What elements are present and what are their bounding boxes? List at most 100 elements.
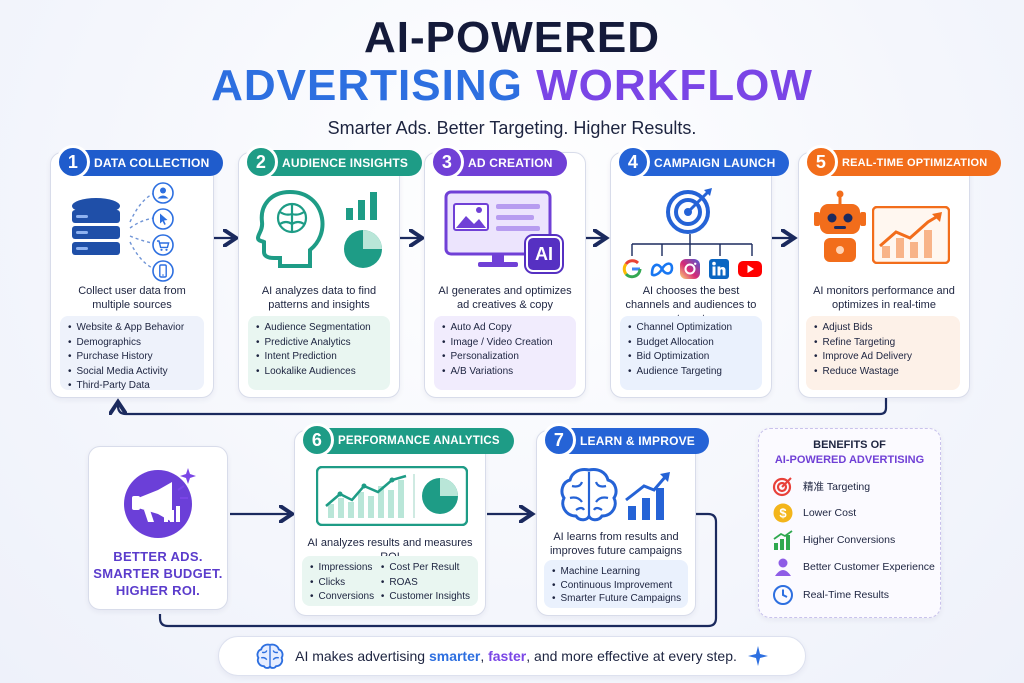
benefits-panel [758, 428, 941, 618]
step-badge-7: 7 LEARN & IMPROVE [542, 423, 710, 457]
benefit-label: Real-Time Results [803, 589, 889, 601]
list-item: A/B Variations [442, 365, 568, 380]
step-list: Impressions Clicks Conversions Cost Per … [302, 556, 478, 606]
list-item: Bid Optimization [628, 350, 754, 365]
step-list: Channel Optimization Budget Allocation B… [620, 316, 762, 390]
list-item: Third-Party Data [68, 379, 196, 394]
step-title: REAL-TIME OPTIMIZATION [842, 157, 988, 169]
list-column-left: Impressions Clicks Conversions [310, 561, 381, 602]
clock-icon [773, 585, 793, 605]
list-item: Purchase History [68, 350, 196, 365]
list-item: Predictive Analytics [256, 336, 382, 351]
list-item: Image / Video Creation [442, 336, 568, 351]
brain-icon [560, 468, 618, 522]
step-number: 7 [542, 423, 576, 457]
step-number: 6 [300, 423, 334, 457]
footer-highlight-smarter: smarter [428, 648, 481, 664]
robot-icon [814, 190, 866, 262]
list-item: Website & App Behavior [68, 321, 196, 336]
list-column-right: Cost Per Result ROAS Customer Insights [381, 561, 470, 602]
step-badge-1: 1 DATA COLLECTION [56, 145, 224, 179]
step-list: Machine Learning Continuous Improvement … [544, 560, 688, 608]
target-icon [772, 477, 792, 497]
benefit-label: Lower Cost [803, 507, 857, 519]
roi-slogan: BETTER ADS. SMARTER BUDGET. HIGHER ROI. [88, 548, 228, 599]
roi-line2: SMARTER BUDGET. [93, 566, 223, 581]
ai-chip-icon: AI [526, 236, 562, 272]
step-description: AI monitors performance and optimizes in… [813, 285, 955, 311]
benefit-item: $ Lower Cost [772, 502, 856, 524]
benefit-item: Better Customer Experience [772, 556, 935, 578]
step-description: AI analyzes data to find patterns and in… [261, 285, 377, 311]
page-title: AI-POWERED [364, 13, 660, 62]
cursor-icon [152, 208, 174, 230]
bar-chart-icon [346, 192, 377, 220]
step-list: Audience Segmentation Predictive Analyti… [248, 316, 390, 390]
megaphone-icon [124, 468, 196, 538]
list-item: Continuous Improvement [552, 579, 680, 593]
step-title: LEARN & IMPROVE [580, 434, 696, 448]
step-badge-6: 6 PERFORMANCE ANALYTICS [300, 423, 514, 457]
list-item: Demographics [68, 336, 196, 351]
coin-icon: $ [773, 503, 793, 523]
benefit-label: 精准 Targeting [803, 480, 871, 493]
step-title: AUDIENCE INSIGHTS [282, 156, 409, 170]
step-description: AI learns from results and improves futu… [549, 531, 683, 557]
brain-icon [256, 643, 284, 669]
list-item: Budget Allocation [628, 336, 754, 351]
list-item: Reduce Wastage [814, 365, 952, 380]
step-title: CAMPAIGN LAUNCH [654, 156, 776, 170]
list-item: Intent Prediction [256, 350, 382, 365]
list-item: Impressions [310, 561, 381, 576]
benefit-label: Higher Conversions [803, 534, 896, 546]
list-item: Audience Targeting [628, 365, 754, 380]
step-description: AI generates and optimizes ad creatives … [438, 285, 572, 311]
page-title-line2: ADVERTISING WORKFLOW [0, 62, 1024, 110]
target-icon [666, 188, 712, 234]
list-item: Personalization [442, 350, 568, 365]
benefit-item: Higher Conversions [772, 529, 895, 551]
step-number: 3 [430, 145, 464, 179]
user-icon [775, 558, 791, 576]
step-badge-5: 5 REAL-TIME OPTIMIZATION [804, 145, 1002, 179]
list-item: Improve Ad Delivery [814, 350, 952, 365]
instagram-icon [680, 259, 700, 279]
benefit-item: 精准 Targeting [772, 475, 870, 497]
step-description: Collect user data from multiple sources [78, 285, 186, 311]
footer-text: AI makes advertising smarter, faster, an… [295, 648, 737, 664]
step-list: Adjust Bids Refine Targeting Improve Ad … [806, 316, 960, 390]
step-title: AD CREATION [468, 156, 553, 170]
svg-text:$: $ [779, 506, 787, 521]
database-icon [72, 198, 120, 255]
footer-highlight-faster: faster [488, 648, 527, 664]
list-item: Conversions [310, 590, 381, 605]
list-item: Adjust Bids [814, 321, 952, 336]
growth-chart-icon [872, 206, 950, 264]
step-badge-3: 3 AD CREATION [430, 145, 567, 179]
roi-line3: HIGHER ROI. [115, 583, 201, 598]
step-number: 1 [56, 145, 90, 179]
step-badge-2: 2 AUDIENCE INSIGHTS [244, 145, 423, 179]
list-item: Smarter Future Campaigns [552, 592, 682, 606]
analytics-dashboard-icon [316, 466, 468, 526]
step-badge-4: 4 CAMPAIGN LAUNCH [616, 145, 790, 179]
step-number: 5 [804, 145, 838, 179]
ai-head-icon [255, 189, 325, 268]
title-word-workflow: WORKFLOW [536, 61, 813, 110]
benefit-label: Better Customer Experience [803, 561, 935, 573]
list-item: Clicks [310, 576, 381, 591]
list-item: Machine Learning [552, 565, 680, 579]
benefits-title-line1: BENEFITS OF [813, 439, 886, 451]
list-item: Social Media Activity [68, 365, 196, 380]
list-item: Customer Insights [381, 590, 470, 605]
list-item: Refine Targeting [814, 336, 952, 351]
user-icon [152, 182, 174, 204]
footer-text-post: , and more effective at every step. [526, 648, 737, 664]
monitor-icon [444, 190, 552, 267]
step-number: 4 [616, 145, 650, 179]
footer-banner: AI makes advertising smarter, faster, an… [218, 636, 806, 676]
mobile-icon [152, 260, 174, 282]
step-description: AI chooses the best channels and audienc… [625, 285, 757, 325]
list-item: ROAS [381, 576, 470, 591]
step-title: DATA COLLECTION [94, 156, 210, 170]
